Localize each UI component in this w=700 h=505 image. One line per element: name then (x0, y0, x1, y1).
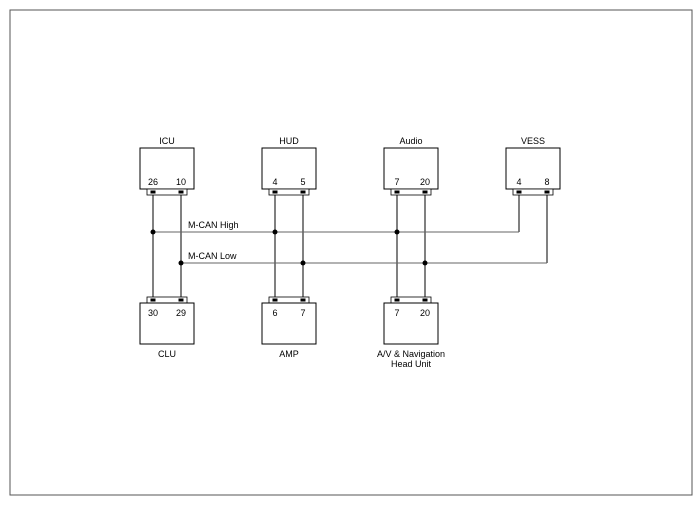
junction-dot (272, 229, 278, 235)
pin-terminal (300, 190, 306, 194)
module-icu-connector (146, 188, 188, 196)
can-low-label: M-CAN Low (188, 251, 237, 261)
pin-terminal (178, 298, 184, 302)
module-amp: 6 7 AMP (261, 296, 317, 359)
module-vess: VESS 4 8 (505, 136, 561, 196)
amp-pin-label: 6 (272, 308, 277, 318)
module-clu-name: CLU (158, 349, 176, 359)
module-clu-box (139, 302, 195, 345)
module-audio-box (383, 147, 439, 190)
amp-pin-label: 7 (300, 308, 305, 318)
pin-terminal (272, 298, 278, 302)
junction-dot (422, 260, 428, 266)
avn-pin-label: 7 (394, 308, 399, 318)
pin-terminal (394, 190, 400, 194)
can-high-label: M-CAN High (188, 220, 239, 230)
module-avn-box (383, 302, 439, 345)
module-hud-box (261, 147, 317, 190)
wires (152, 191, 548, 300)
pin-terminal (544, 190, 550, 194)
pin-terminal (150, 298, 156, 302)
pin-terminal (422, 190, 428, 194)
hud-pin-label: 4 (272, 177, 277, 187)
module-icu-name: ICU (159, 136, 175, 146)
clu-pin-label: 29 (176, 308, 186, 318)
pin-terminal (300, 298, 306, 302)
module-hud-connector (268, 188, 310, 196)
module-vess-connector (512, 188, 554, 196)
pin-terminal (150, 190, 156, 194)
pin-terminal (516, 190, 522, 194)
icu-pin-label: 26 (148, 177, 158, 187)
module-audio-connector (390, 188, 432, 196)
pin-terminal (394, 298, 400, 302)
module-avn-name-line1: A/V & Navigation (377, 349, 445, 359)
pin-terminal (422, 298, 428, 302)
module-vess-box (505, 147, 561, 190)
module-icu: ICU 26 10 (139, 136, 195, 196)
module-hud-name: HUD (279, 136, 299, 146)
module-amp-name: AMP (279, 349, 299, 359)
audio-pin-label: 20 (420, 177, 430, 187)
avn-pin-label: 20 (420, 308, 430, 318)
junction-dot (394, 229, 400, 235)
module-icu-box (139, 147, 195, 190)
module-vess-name: VESS (521, 136, 545, 146)
module-avn-name-line2: Head Unit (391, 359, 432, 369)
junction-dot (300, 260, 306, 266)
junctions (150, 229, 428, 266)
can-bus (153, 231, 547, 264)
vess-pin-label: 4 (516, 177, 521, 187)
module-amp-box (261, 302, 317, 345)
audio-pin-label: 7 (394, 177, 399, 187)
pin-terminal (272, 190, 278, 194)
hud-pin-label: 5 (300, 177, 305, 187)
module-audio-name: Audio (399, 136, 422, 146)
module-hud: HUD 4 5 (261, 136, 317, 196)
junction-dot (178, 260, 184, 266)
vess-pin-label: 8 (544, 177, 549, 187)
diagram-frame (9, 9, 693, 496)
pin-terminal (178, 190, 184, 194)
clu-pin-label: 30 (148, 308, 158, 318)
icu-pin-label: 10 (176, 177, 186, 187)
module-avn: 7 20 A/V & Navigation Head Unit (377, 296, 445, 369)
junction-dot (150, 229, 156, 235)
module-audio: Audio 7 20 (383, 136, 439, 196)
module-clu: 30 29 CLU (139, 296, 195, 359)
